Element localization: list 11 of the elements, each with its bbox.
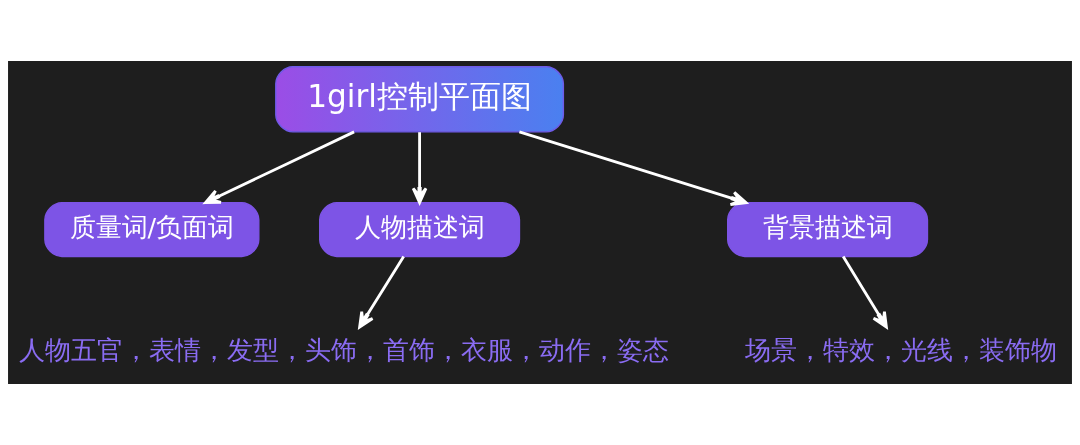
node-text: 场景，特效，光线，装饰物 — [745, 335, 1058, 366]
node-box: 人物描述词 — [319, 201, 521, 258]
node-box: 背景描述词 — [727, 201, 929, 258]
node-text: 人物五官，表情，发型，头饰，首饰，衣服，动作，姿态 — [19, 335, 670, 366]
arrow — [411, 132, 428, 204]
arrow — [358, 255, 405, 329]
arrow — [842, 255, 888, 329]
arrow — [518, 130, 748, 206]
arrow — [204, 130, 355, 205]
node-box: 质量词/负面词 — [44, 201, 260, 258]
node-box: 1girl控制平面图 — [275, 65, 565, 133]
